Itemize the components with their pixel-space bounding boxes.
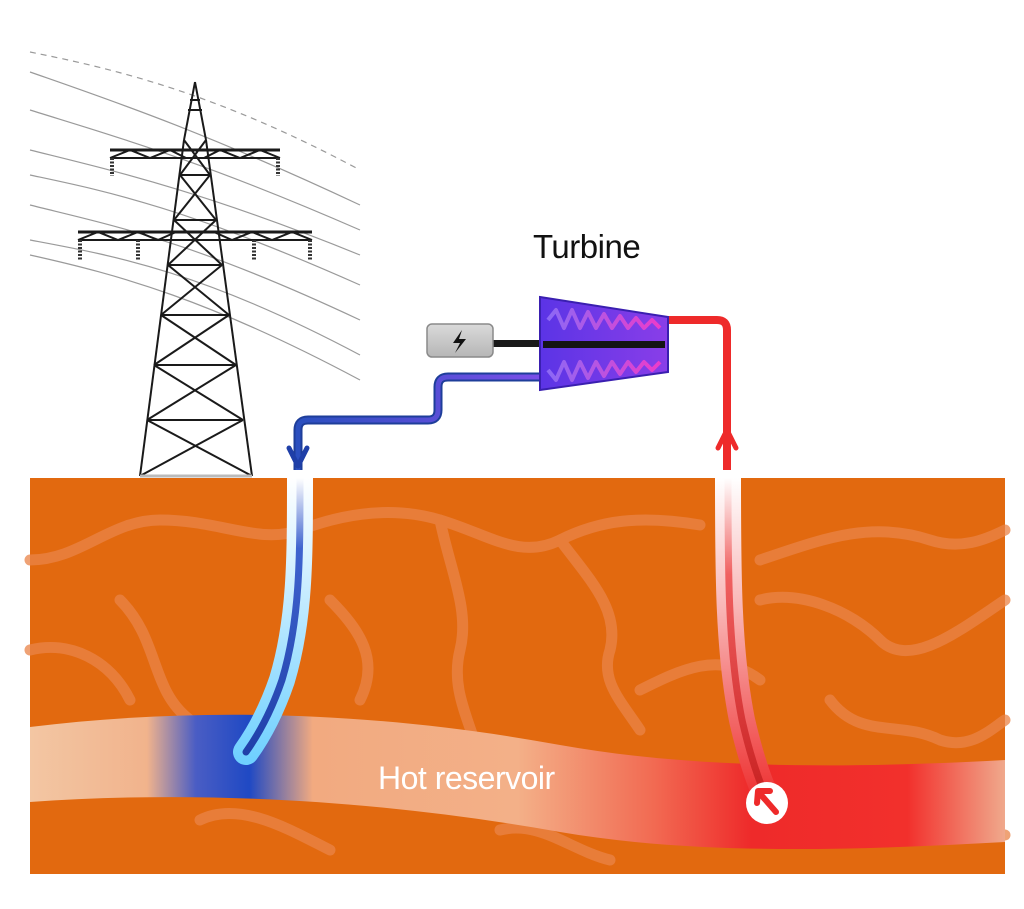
generator: [426, 323, 550, 358]
up-arrow-icon: [715, 427, 739, 451]
lightning-bolt-icon: [453, 330, 466, 353]
turbine: [539, 295, 669, 392]
down-arrow-icon: [286, 445, 310, 469]
power-lines: [29, 51, 361, 381]
cold-return-pipe: [293, 372, 545, 470]
production-well: [715, 465, 781, 813]
circled-up-left-arrow-icon: [746, 782, 788, 824]
hot-supply-pipe: [665, 316, 731, 470]
injection-well: [233, 465, 313, 765]
hot-reservoir-label: Hot reservoir: [378, 760, 555, 796]
turbine-label: Turbine: [533, 228, 641, 265]
insulators: [78, 158, 312, 260]
transmission-tower: [77, 81, 313, 478]
